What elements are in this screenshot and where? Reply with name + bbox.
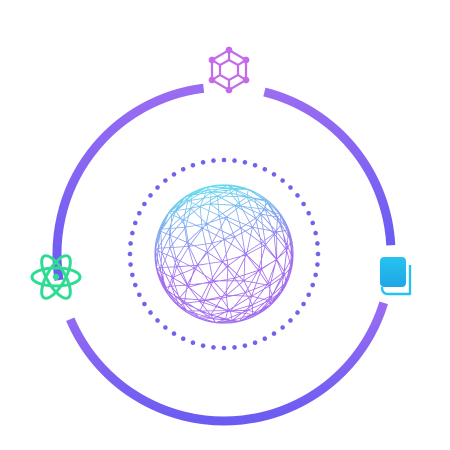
orbit-dot [295,310,300,315]
orbit-dot [301,201,306,207]
orbit-dot [148,193,153,198]
orbit-dot [200,160,206,165]
orbit-dot [142,301,147,307]
orbit-dot [137,292,142,298]
orbit-dot [211,345,216,350]
orbit-dot [132,220,138,226]
orbit-dot [221,157,227,163]
molecule-icon [208,46,250,94]
orbit-dot [163,325,168,330]
orbit-dot [262,167,268,172]
orbit-dot [310,220,316,226]
orbit-dot [232,345,237,350]
orbit-dot [310,282,316,288]
orbit-dot [252,162,258,168]
orbit-dot [288,185,293,190]
globe-outline [154,184,294,324]
orbit-dot [252,340,258,346]
orbit-dot [190,340,196,346]
orbit-dot [271,331,277,336]
orbit-dot [137,210,142,216]
orbit-dot [315,262,320,267]
orbit-dot [242,343,248,348]
orbit-dot [155,318,160,323]
atom-icon [30,254,82,300]
orbit-dot [130,272,135,278]
dotted-orbit [127,157,321,351]
outer-ring [52,83,396,426]
orbit-dot [242,160,248,165]
orbit-dot [306,292,311,298]
orbit-dot [163,178,168,183]
ring-segment-bottom [66,301,389,426]
orbit-dot [221,345,227,351]
orbit-dot [280,325,285,330]
orbit-dot [315,241,320,246]
orbit-dot [232,158,237,163]
orbit-dot [148,310,153,315]
orbit-dot [262,336,268,341]
globe-mesh [155,185,293,323]
orbit-dot [142,201,147,207]
orbit-dot [180,336,186,341]
orbit-dot [171,172,177,177]
orbit-dot [130,230,135,236]
orbit-dot [211,158,216,163]
wireframe-globe [155,185,293,323]
orbit-dot [171,331,177,336]
orbit-dot [132,282,138,288]
orbit-dot [295,193,300,198]
orbit-dot [155,185,160,190]
orbit-dot [180,167,186,172]
ring-segment-top-left [52,83,205,281]
book-icon [380,257,412,296]
orbit-dot [306,210,311,216]
orbit-dot [128,262,133,267]
orbit-dot [280,178,285,183]
orbit-dot [271,172,277,177]
orbit-dot [127,251,133,257]
orbit-dot [313,272,318,278]
orbit-dot [315,251,321,257]
orbit-dot [301,301,306,307]
orbit-dot [200,343,206,348]
ring-segment-top-right [263,87,396,246]
orbit-dot [288,318,293,323]
orbit-dot [128,241,133,246]
orbit-dot [190,162,196,168]
orbit-dot [313,230,318,236]
